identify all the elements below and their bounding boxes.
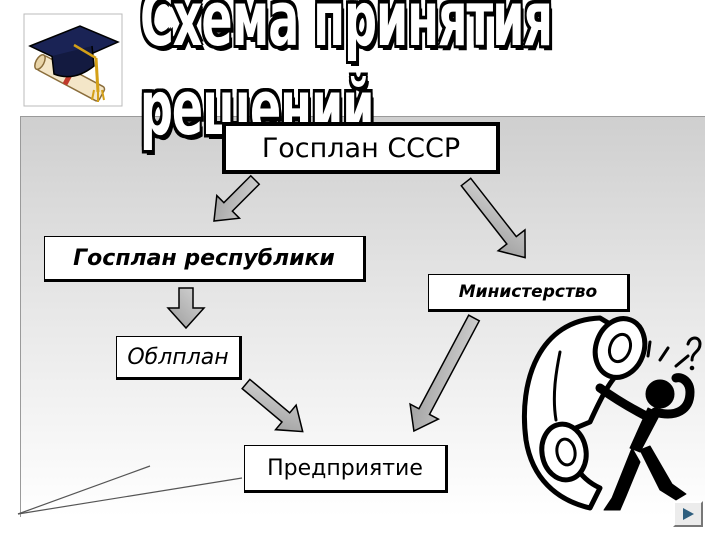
node-gosplan-republic: Госплан республики xyxy=(44,236,366,282)
arrow-oblplan-to-enterprise xyxy=(241,378,304,433)
arrow-ussr-to-ministry xyxy=(460,177,526,259)
next-slide-arrow-icon xyxy=(683,508,694,520)
node-oblplan: Облплан xyxy=(116,336,242,380)
callout-lines xyxy=(17,465,243,515)
node-enterprise: Предприятие xyxy=(244,445,448,493)
node-gosplan-ussr: Госплан СССР xyxy=(222,122,500,174)
arrow-ussr-to-republic xyxy=(213,174,261,222)
arrow-republic-to-oblplan xyxy=(166,287,206,330)
arrow-ministry-to-enterprise xyxy=(409,314,481,433)
node-ministry: Министерство xyxy=(428,274,630,312)
next-slide-button[interactable] xyxy=(673,501,703,527)
